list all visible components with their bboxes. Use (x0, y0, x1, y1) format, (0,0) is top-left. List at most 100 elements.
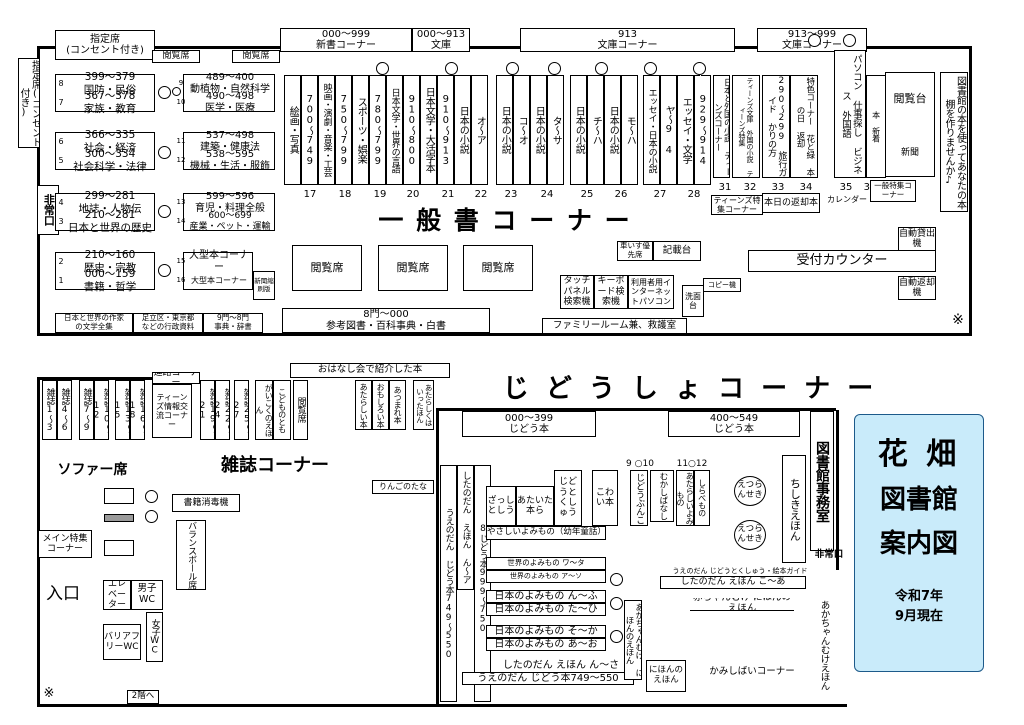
shelf-number-6: 6 (58, 136, 64, 146)
wash-basin: 洗面台 (682, 285, 704, 317)
magazine-7: 雑誌19〜21 (200, 380, 215, 440)
col-24a: 日本の小説 (530, 75, 547, 185)
auto-return-machine[interactable]: 自動返却機 (898, 276, 936, 300)
reception-counter: 受付カウンター (748, 250, 936, 272)
col-26a: 日本の小説 (604, 75, 621, 185)
shelf-num-11-12: 11○12 (676, 458, 708, 469)
bunko-corner-913: 913 文庫コーナー (520, 28, 735, 52)
children-shelf-4: 日本のよみもの ん〜ふ (486, 590, 606, 603)
storytime-books-label: おはなし会で紹介した本 (290, 363, 450, 378)
col-24b: タ〜サ (547, 75, 564, 185)
calendar-label: カレンダー (827, 195, 867, 205)
magazine-9: 雑誌25〜27 (234, 380, 249, 440)
shelf-10: 490〜498 医学・医療 (205, 91, 255, 114)
col-label-18: 18 (338, 189, 352, 201)
shelf-8: 399〜379 国防・民俗 (83, 71, 137, 96)
returned-today-shelf: 本日の返却本 (762, 193, 820, 213)
children-book-stand-a: じどうぶんこ (630, 470, 648, 526)
magazine-4: 雑誌10〜12 (94, 380, 109, 440)
shelf-number-4: 4 (58, 197, 64, 207)
col-22a: 日本の小説 (454, 75, 471, 185)
col-19a: スポーツ・娯楽 (352, 75, 369, 185)
auto-checkout-machine[interactable]: 自動貸出機 (898, 227, 936, 251)
reference-books: 8門〜000 参考図書・百科事典・白書 (282, 308, 490, 333)
col-23a: 日本の小説 (496, 75, 513, 185)
shelf-1: 000〜159 書籍・哲学 (83, 268, 137, 293)
pillar-circle (158, 264, 171, 277)
col-label-26: 26 (614, 189, 628, 201)
kamishibai-corner: かみしばいコーナー (709, 665, 795, 677)
shelf-frame-910 (183, 74, 275, 112)
shelf-5: 300〜334 社会科学・法律 (73, 148, 147, 173)
col-20a: 日本文学・世界の言語 (386, 75, 403, 185)
shelf-number-3: 3 (58, 216, 64, 226)
shelf-11: 537〜498 建築・健康法 (200, 130, 260, 153)
col-label-32: 32 (743, 182, 757, 194)
stairs-to-2f[interactable]: 2階へ (127, 690, 159, 704)
pillar-circle (693, 62, 706, 75)
reading-seat-label-2: 閲覧席 (232, 50, 280, 63)
children-shelf-5: 世界のよみもの ア〜ソ (486, 570, 606, 583)
entrance[interactable]: 入口 (46, 584, 80, 605)
library-office: 図書館事務室 (810, 411, 834, 551)
col-label-23: 23 (504, 189, 518, 201)
row-number: 8 (480, 523, 486, 534)
shinsho-corner: 000〜999 新書コーナー (280, 28, 412, 52)
col-22b: オ〜ア (471, 75, 488, 185)
shelf-4: 299〜281 地誌・人物伝 (78, 190, 142, 215)
col-20b: 910〜800 (403, 75, 420, 185)
shelf-number-12: 12 (176, 156, 186, 165)
touch-panel-search[interactable]: タッチパネル検索機 (560, 275, 594, 309)
womens-restroom[interactable]: 女子WC (146, 612, 163, 662)
guide-map-title: 案内図 (879, 529, 958, 560)
pillar-circle (610, 597, 623, 610)
shelf-number-2: 2 (58, 256, 64, 266)
col-18a: 映画・演劇・音楽・工芸 (318, 75, 335, 185)
writing-desk: 記載台 (653, 241, 701, 261)
pillar-circle (843, 34, 856, 47)
section-kowai: こわい本 (592, 470, 618, 526)
magazine-corner-title: 雑誌コーナー (221, 454, 329, 476)
keyboard-search[interactable]: キーボード検索機 (594, 275, 628, 309)
mens-restroom[interactable]: 男子WC (131, 580, 163, 610)
lower-wall-top-left (37, 377, 152, 380)
general-special-corner: 一般特集コーナー (870, 180, 916, 202)
col-34: 特色コーナー 花と緑 本の日 返却 (790, 75, 818, 178)
career-corner: 進路コーナー (152, 372, 200, 384)
pillar-circle (506, 62, 519, 75)
general-corner-title: 一 般 書 コ ー ナ ー (378, 205, 632, 235)
col-28b: 929〜914 (694, 75, 711, 185)
shelf-num-9-10: 9 ○10 (626, 458, 654, 469)
pillar-circle (548, 62, 561, 75)
balance-ball (145, 490, 158, 503)
shelf-number-14: 14 (176, 217, 186, 226)
col-label-34: 34 (799, 182, 813, 194)
elevator[interactable]: エレベーター (103, 580, 131, 610)
barrier-free-restroom[interactable]: バリアフリーWC (103, 624, 141, 660)
teens-info-exchange: ティーンズ情報交流コーナー (152, 384, 192, 438)
lower-wall-inner-left (436, 408, 439, 706)
children-shelf-2: 日本のよみもの そ〜か (486, 625, 606, 638)
upper-wall-bottom (37, 333, 972, 336)
book-sterilizer[interactable]: 書籍消毒機 (172, 494, 240, 512)
shelf-number-1: 1 (58, 275, 64, 285)
col-17b: 700〜749 (301, 75, 318, 185)
sofa-block (104, 514, 134, 522)
note-mark: ※ (952, 311, 964, 328)
col-label-31: 31 (718, 182, 732, 194)
reading-seat: 閲覧席 (378, 245, 448, 291)
copy-machine[interactable]: コピー機 (703, 278, 741, 292)
emergency-exit-upper: 非常口 (37, 185, 59, 235)
children-left-shelf-1: うえのだん じどう本749〜550 (440, 465, 457, 702)
internet-pc[interactable]: 利用者用インターネットパソコン (628, 275, 674, 309)
pillar-circle (808, 34, 821, 47)
col-18b: 750〜799 (335, 75, 352, 185)
shelf-9: 489〜400 動植物・自然科学 (190, 72, 270, 95)
baby-picturebook-side: あかちゃんむけえほん (810, 600, 836, 690)
children-shelf-7: やさしいよみもの（幼年童話） (486, 526, 606, 540)
shelf-frame-1112 (183, 132, 275, 170)
children-books-shelf: こどものとも (273, 380, 291, 440)
administrative-docs: 足立区・東京都 などの行政資料 (133, 313, 203, 333)
reserved-seat-header: 指定席 (コンセント付き) (55, 30, 155, 60)
reading-seat-round-1: えつらんせき (734, 476, 766, 506)
